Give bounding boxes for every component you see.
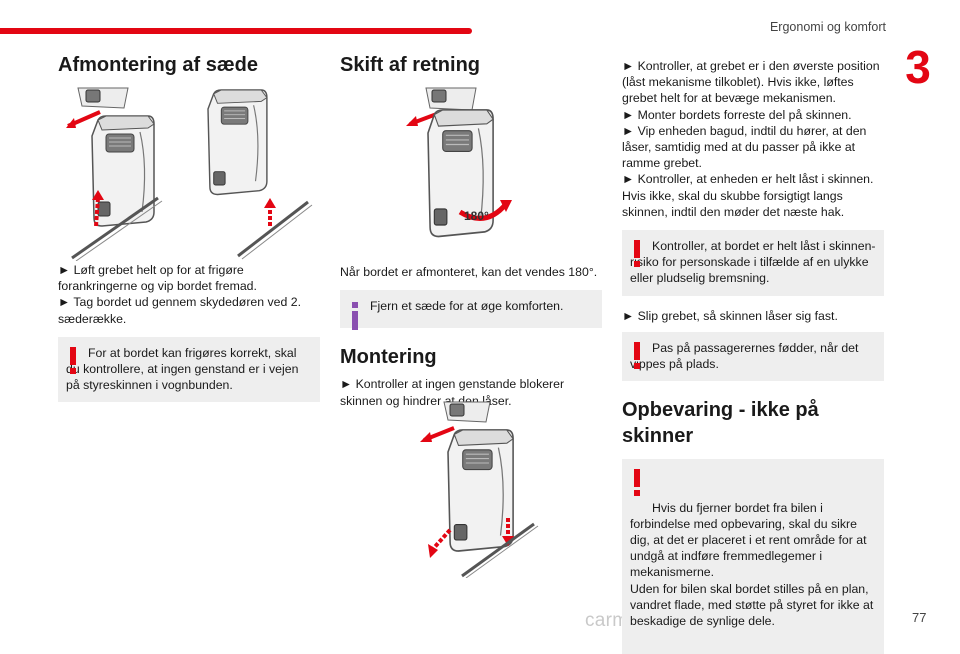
rotation-label: 180° — [464, 209, 489, 223]
warning-box: Hvis du fjerner bordet fra bilen i forbi… — [622, 459, 884, 654]
illustration-rotate: 180° — [400, 86, 530, 246]
column-continue: ► Kontroller, at grebet er i den øverste… — [622, 52, 884, 654]
column-direction-text: Når bordet er afmonteret, kan det vendes… — [340, 264, 602, 409]
warning-text: Hvis du fjerner bordet fra bilen i forbi… — [630, 500, 874, 629]
column-removal: Afmontering af sæde — [58, 52, 320, 78]
illustration-removal — [58, 86, 320, 261]
chapter-title: Ergonomi og komfort — [769, 20, 886, 34]
warning-text: Pas på passagerernes fødder, når det vip… — [630, 340, 859, 372]
exclamation-warning-icon — [634, 469, 640, 497]
column-removal-text: ► Løft grebet helt op for at frigøre for… — [58, 262, 320, 403]
mounting-steps: ► Kontroller, at grebet er i den øverste… — [622, 59, 880, 219]
warning-box: Kontroller, at bordet er helt låst i ski… — [622, 230, 884, 296]
exclamation-warning-icon — [70, 346, 76, 374]
chapter-number: 3 — [905, 41, 931, 93]
illustration-mounting — [420, 400, 540, 578]
warning-box: Pas på passagerernes fødder, når det vip… — [622, 331, 884, 382]
heading-removal: Afmontering af sæde — [58, 54, 259, 76]
warning-text: For at bordet kan frigøres korrekt, skal… — [66, 345, 299, 393]
info-text: Fjern et sæde for at øge komforten. — [370, 299, 564, 314]
header-accent-bar — [0, 28, 472, 34]
info-box: Fjern et sæde for at øge komforten. — [340, 290, 602, 331]
exclamation-warning-icon — [634, 240, 640, 268]
direction-instructions: Når bordet er afmonteret, kan det vendes… — [340, 265, 598, 279]
release-step: ► Slip grebet, så skinnen låser sig fast… — [622, 308, 838, 323]
page-number: 77 — [912, 610, 927, 625]
heading-direction: Skift af retning — [340, 54, 481, 76]
removal-instructions: ► Løft grebet helt op for at frigøre for… — [58, 263, 302, 326]
column-direction: Skift af retning — [340, 52, 602, 78]
heading-storage: Opbevaring - ikke på skinner — [622, 399, 819, 448]
exclamation-warning-icon — [634, 341, 640, 369]
heading-mounting: Montering — [340, 346, 437, 369]
info-icon — [352, 302, 358, 331]
warning-box: For at bordet kan frigøres korrekt, skal… — [58, 336, 320, 403]
warning-text: Kontroller, at bordet er helt låst i ski… — [630, 239, 876, 286]
